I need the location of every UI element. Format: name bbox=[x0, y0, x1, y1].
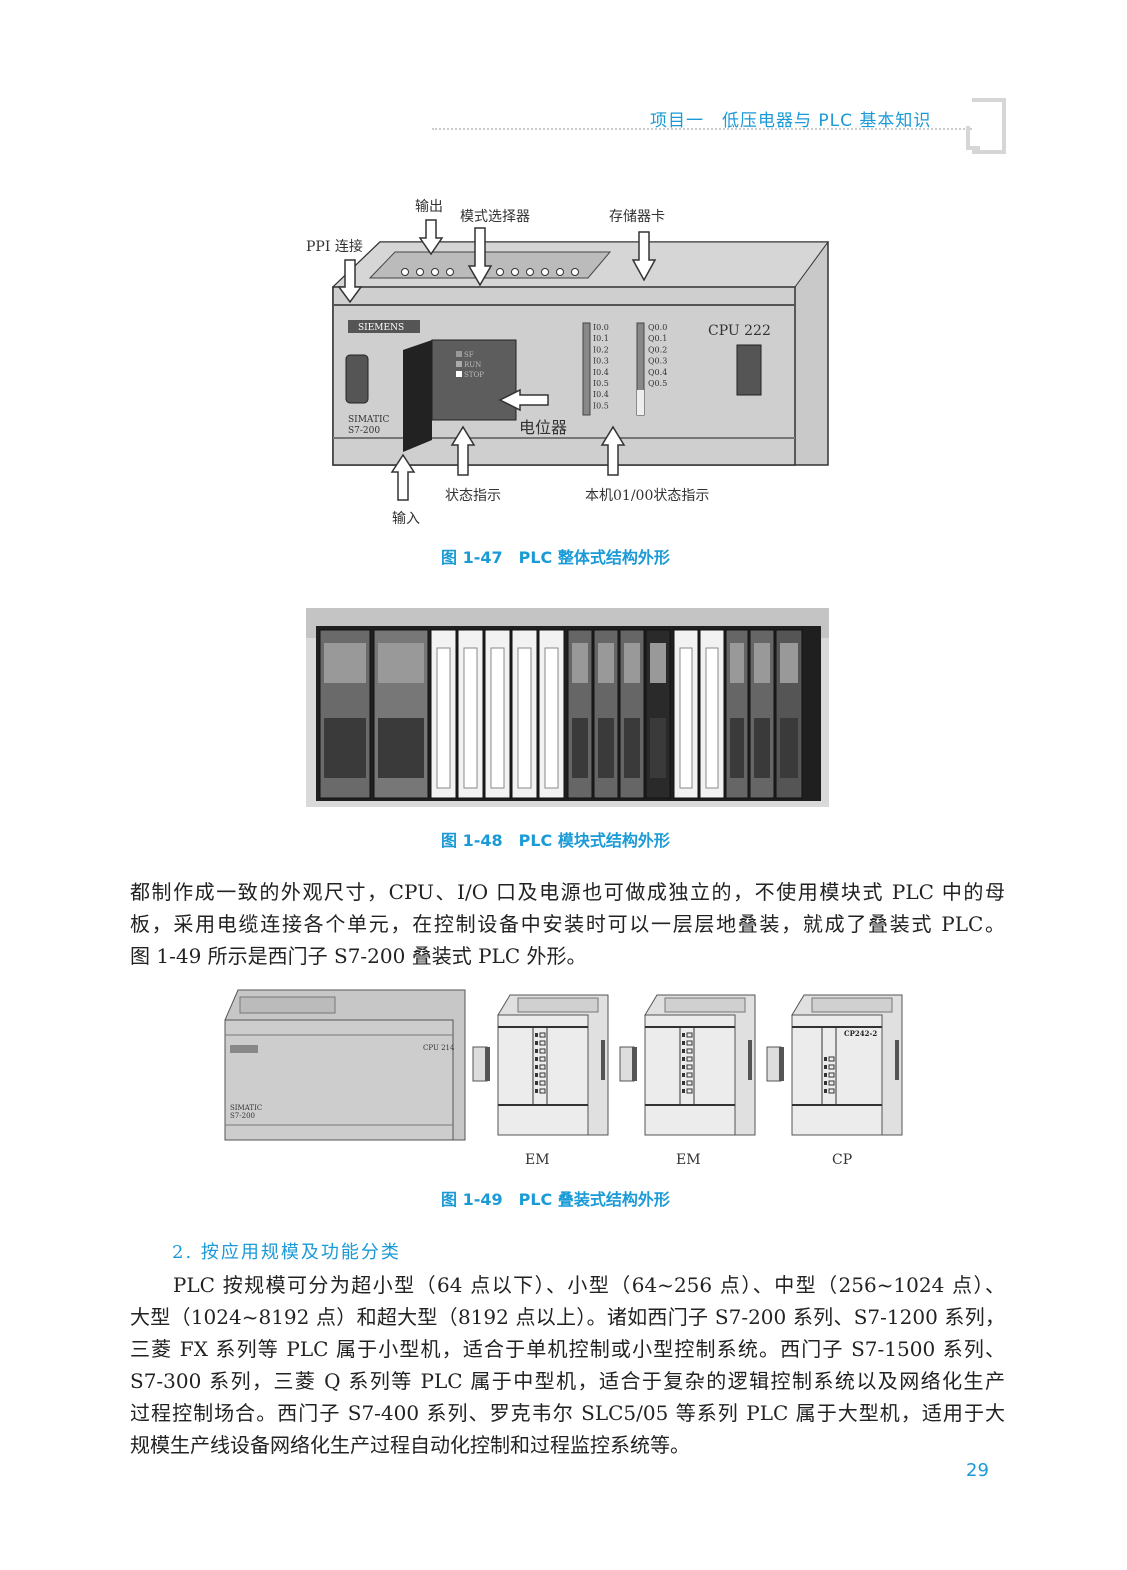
simatic-label: SIMATIC bbox=[348, 415, 390, 425]
module-label-em-2: EM bbox=[676, 1152, 701, 1168]
mode-label-run: RUN bbox=[464, 361, 481, 369]
label-memory-card: 存储器卡 bbox=[609, 209, 665, 225]
input-led-label: I0.1 bbox=[593, 334, 609, 343]
paragraph-line: 都制作成一致的外观尺寸，CPU、I/O 口及电源也可做成独立的，不使用模块式 P… bbox=[130, 880, 1005, 904]
output-led-label: Q0.5 bbox=[648, 379, 667, 388]
input-led-label: I0.2 bbox=[593, 345, 609, 354]
output-led-label: Q0.2 bbox=[648, 345, 667, 354]
expansion-module-em bbox=[644, 1014, 736, 1136]
paragraph-line: PLC 按规模可分为超小型（64 点以下）、小型（64~256 点）、中型（25… bbox=[130, 1273, 1005, 1297]
paragraph-line: 过程控制场合。西门子 S7-400 系列、罗克韦尔 SLC5/05 等系列 PL… bbox=[130, 1401, 1005, 1425]
figure-1-47: SIEMENS SF RUN STOP CPU 222 SIMATIC S7-2… bbox=[300, 190, 840, 530]
figure-1-47-caption: 图 1-47 PLC 整体式结构外形 bbox=[441, 548, 670, 567]
arrow-status bbox=[450, 425, 476, 476]
cpu-model: CPU 222 bbox=[708, 323, 771, 339]
plc-integrated-illustration: SIEMENS SF RUN STOP CPU 222 SIMATIC S7-2… bbox=[331, 219, 829, 501]
module-label-em-1: EM bbox=[525, 1152, 550, 1168]
label-output: 输出 bbox=[415, 199, 443, 215]
arrow-potentiometer bbox=[498, 388, 549, 412]
cpu-label: CPU 214 bbox=[423, 1044, 455, 1052]
paragraph-line: S7-300 系列，三菱 Q 系列等 PLC 属于中型机，适合于复杂的逻辑控制系… bbox=[130, 1369, 1005, 1393]
label-mode-selector: 模式选择器 bbox=[460, 209, 530, 225]
header-corner-decoration-inner bbox=[966, 126, 980, 150]
arrow-mode-selector bbox=[467, 227, 493, 287]
input-led-label: I0.0 bbox=[593, 323, 609, 332]
paragraph-line: 规模生产线设备网络化生产过程自动化控制和过程监控系统等。 bbox=[130, 1433, 690, 1457]
section-heading: 2. 按应用规模及功能分类 bbox=[172, 1242, 401, 1263]
arrow-input bbox=[390, 453, 416, 501]
label-input: 输入 bbox=[392, 511, 420, 527]
arrow-io-status bbox=[600, 425, 626, 476]
label-status: 状态指示 bbox=[445, 488, 501, 504]
page-number: 29 bbox=[966, 1460, 989, 1481]
input-led-label: I0.5 bbox=[593, 379, 609, 388]
running-header: 项目一 低压电器与 PLC 基本知识 bbox=[650, 111, 932, 131]
mode-label-sf: SF bbox=[464, 351, 474, 359]
expansion-module-cp bbox=[791, 1014, 883, 1136]
svg-text:SIMATIC: SIMATIC bbox=[230, 1104, 262, 1112]
paragraph-line: 三菱 FX 系列等 PLC 属于小型机，适合于单机控制或小型控制系统。西门子 S… bbox=[130, 1337, 1005, 1361]
input-led-label: I0.4 bbox=[593, 390, 609, 399]
header-dotted-rule bbox=[432, 128, 972, 130]
expansion-module-em bbox=[497, 1014, 589, 1136]
cp-module-name: CP242-2 bbox=[844, 1029, 877, 1038]
output-led-label: Q0.1 bbox=[648, 334, 667, 343]
figure-1-48-caption: 图 1-48 PLC 模块式结构外形 bbox=[441, 831, 670, 850]
module-label-cp: CP bbox=[832, 1152, 853, 1168]
header-corner-decoration bbox=[972, 98, 1006, 154]
arrow-memory-card bbox=[631, 231, 657, 282]
label-ppi: PPI 连接 bbox=[306, 239, 363, 255]
output-led-label: Q0.4 bbox=[648, 368, 667, 377]
output-led-label: Q0.3 bbox=[648, 357, 667, 366]
mode-label-stop: STOP bbox=[464, 371, 484, 379]
label-io-status: 本机01/00状态指示 bbox=[585, 488, 710, 504]
input-led-label: I0.4 bbox=[593, 368, 609, 377]
figure-1-48-photo bbox=[306, 608, 829, 807]
pointer-arrows bbox=[337, 219, 657, 501]
svg-text:S7-200: S7-200 bbox=[230, 1112, 255, 1120]
input-led-label: I0.3 bbox=[593, 357, 609, 366]
paragraph-line: 大型（1024~8192 点）和超大型（8192 点以上）。诸如西门子 S7-2… bbox=[130, 1305, 1005, 1329]
series-label: S7-200 bbox=[348, 426, 380, 436]
label-potentiometer: 电位器 bbox=[519, 418, 568, 437]
output-led-label: Q0.0 bbox=[648, 323, 667, 332]
arrow-ppi bbox=[337, 259, 363, 304]
paragraph-line: 板，采用电缆连接各个单元，在控制设备中安装时可以一层层地叠装，就成了叠装式 PL… bbox=[130, 912, 1005, 936]
plc-modular-photo bbox=[306, 608, 829, 801]
arrow-output bbox=[418, 219, 444, 256]
figure-1-49-caption: 图 1-49 PLC 叠装式结构外形 bbox=[441, 1190, 670, 1209]
siemens-brand: SIEMENS bbox=[358, 323, 404, 333]
input-led-label: I0.5 bbox=[593, 401, 609, 410]
paragraph-line: 图 1-49 所示是西门子 S7-200 叠装式 PLC 外形。 bbox=[130, 944, 587, 968]
